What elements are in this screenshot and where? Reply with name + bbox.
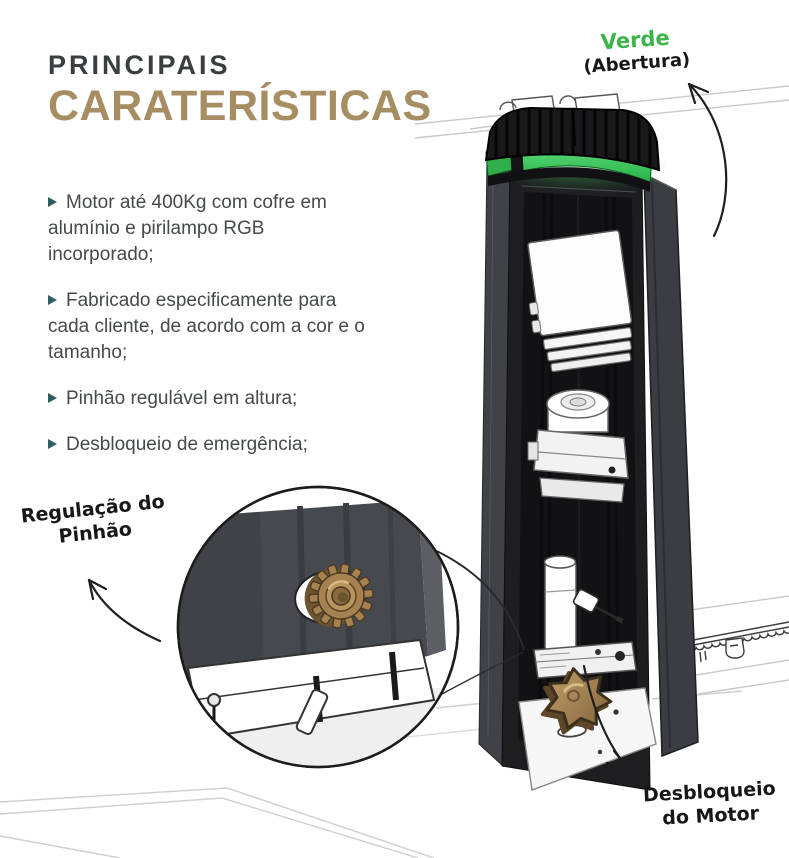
feature-line: incorporado; — [48, 244, 154, 265]
annotation-arrows — [87, 82, 728, 768]
feature-item-desbloqueio: Desbloqueio de emergência; — [48, 432, 404, 458]
gear-rack — [687, 621, 789, 663]
title-eyebrow: PRINCIPAIS — [48, 50, 231, 80]
feature-line: cada cliente, de acordo com a cor e o — [48, 316, 365, 337]
feature-item-motor: Motor até 400Kg com cofre em alumínio e … — [48, 190, 404, 268]
control-box — [527, 229, 633, 373]
arrow-release — [582, 664, 628, 768]
feature-item-fabrico: Fabricado especificamente para cada clie… — [48, 288, 404, 366]
features-list: Motor até 400Kg com cofre em alumínio e … — [48, 190, 404, 478]
triangle-right-icon — [48, 439, 57, 449]
triangle-right-icon — [48, 393, 57, 403]
title-block: PRINCIPAIS CARATERÍSTICAS — [48, 50, 432, 131]
magnifier-callout — [176, 485, 525, 769]
arrow-pinion — [87, 578, 162, 643]
motor-illustration — [478, 106, 699, 791]
led-annotation: Verde (Abertura) — [565, 23, 708, 79]
release-annotation: Desbloqueio do Motor — [635, 776, 785, 832]
feature-line: Motor até 400Kg com cofre em — [66, 192, 327, 213]
feature-line: Desbloqueio de emergência; — [66, 434, 308, 455]
feature-line: Pinhão regulável em altura; — [66, 388, 298, 409]
motor-door-panel — [643, 172, 699, 758]
feature-item-pinhao: Pinhão regulável em altura; — [48, 386, 404, 412]
motor-cap — [484, 106, 661, 172]
page-title: CARATERÍSTICAS — [48, 82, 432, 130]
feature-line: alumínio e pirilampo RGB — [48, 218, 265, 239]
release-key — [572, 588, 624, 624]
feature-line: Fabricado especificamente para — [66, 290, 337, 311]
triangle-right-icon — [48, 295, 57, 305]
feature-line: tamanho; — [48, 342, 128, 363]
motor-unit — [527, 389, 629, 503]
release-knob — [540, 667, 613, 735]
arrow-led — [687, 82, 728, 238]
motor-bracket — [533, 641, 637, 679]
triangle-right-icon — [48, 197, 57, 207]
pinion-gear-icon — [304, 563, 374, 629]
capacitor-cylinder — [543, 555, 577, 651]
